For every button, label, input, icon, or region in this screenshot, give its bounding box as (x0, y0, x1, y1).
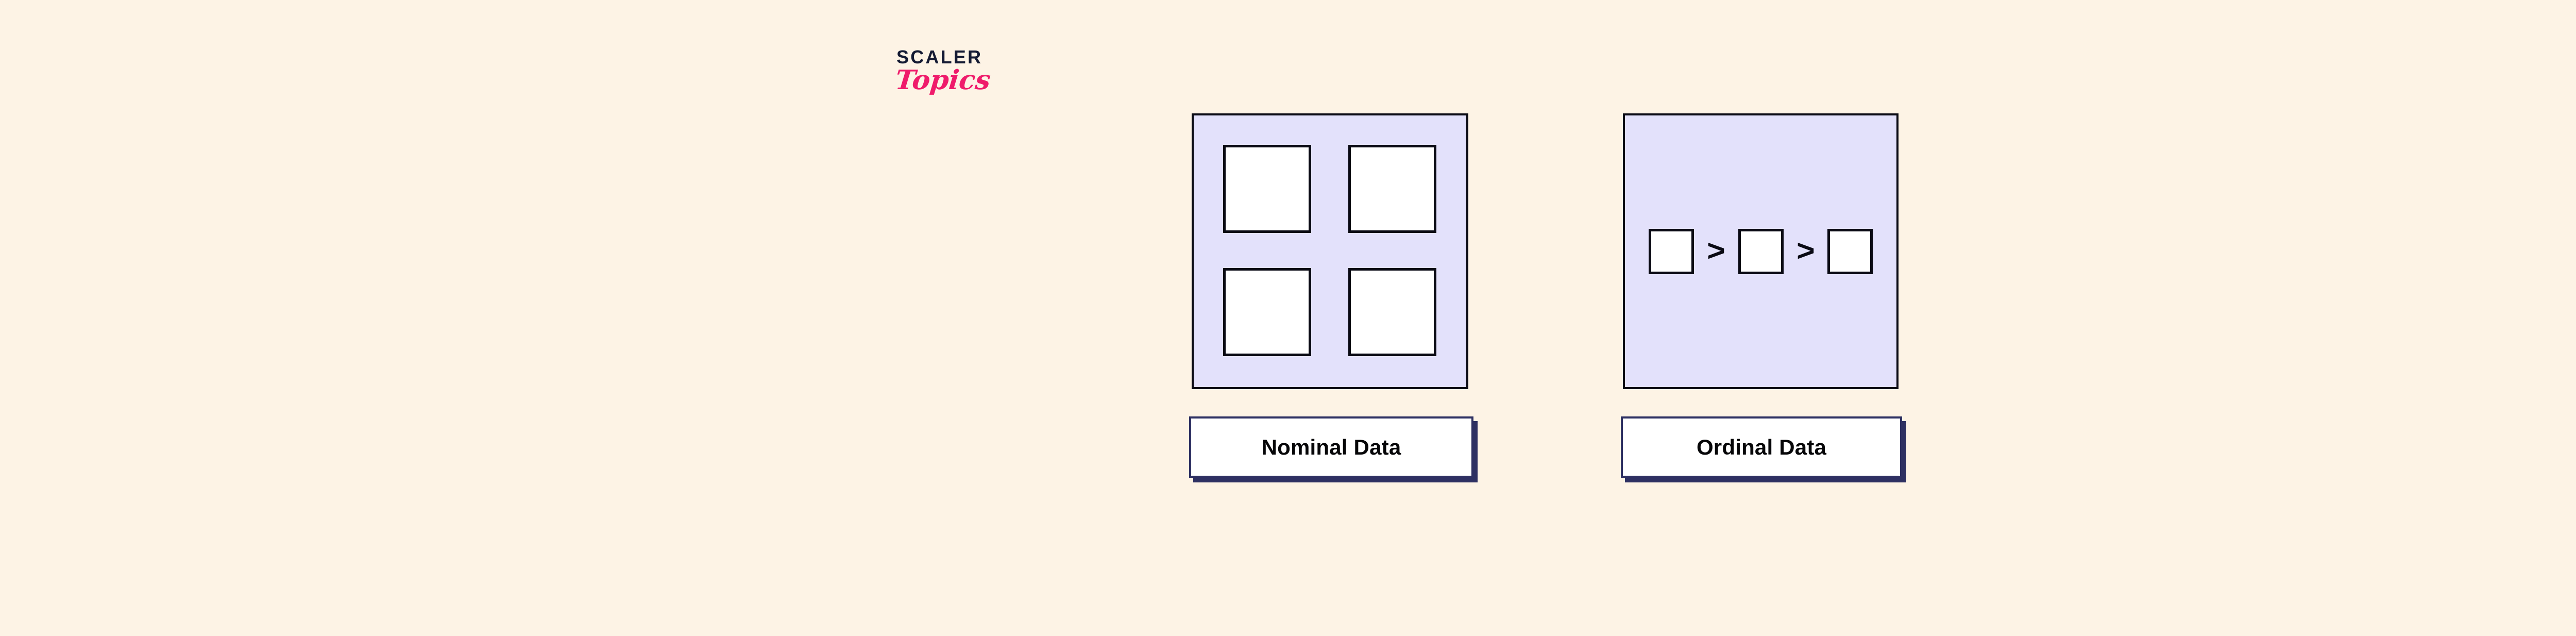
nominal-card-grid (1223, 145, 1436, 356)
nominal-card (1223, 145, 1311, 233)
nominal-card (1223, 268, 1311, 356)
nominal-data-panel (1192, 113, 1468, 389)
nominal-data-label-box: Nominal Data (1189, 416, 1473, 478)
ordinal-card (1827, 228, 1873, 274)
greater-than-icon: > (1796, 233, 1815, 267)
logo-wordmark: SCALER (896, 46, 983, 68)
ordinal-data-panel: > > (1623, 113, 1899, 389)
ordinal-card-row: > > (1625, 115, 1896, 387)
ordinal-card (1738, 228, 1784, 274)
nominal-card (1348, 145, 1436, 233)
scaler-topics-logo: SCALER Topics (893, 46, 1019, 109)
ordinal-card (1648, 228, 1694, 274)
nominal-card (1348, 268, 1436, 356)
logo-script-topics: Topics (893, 64, 992, 96)
nominal-data-label: Nominal Data (1261, 434, 1401, 459)
ordinal-data-label-box: Ordinal Data (1621, 416, 1902, 478)
greater-than-icon: > (1706, 233, 1725, 267)
ordinal-data-label: Ordinal Data (1696, 434, 1827, 459)
